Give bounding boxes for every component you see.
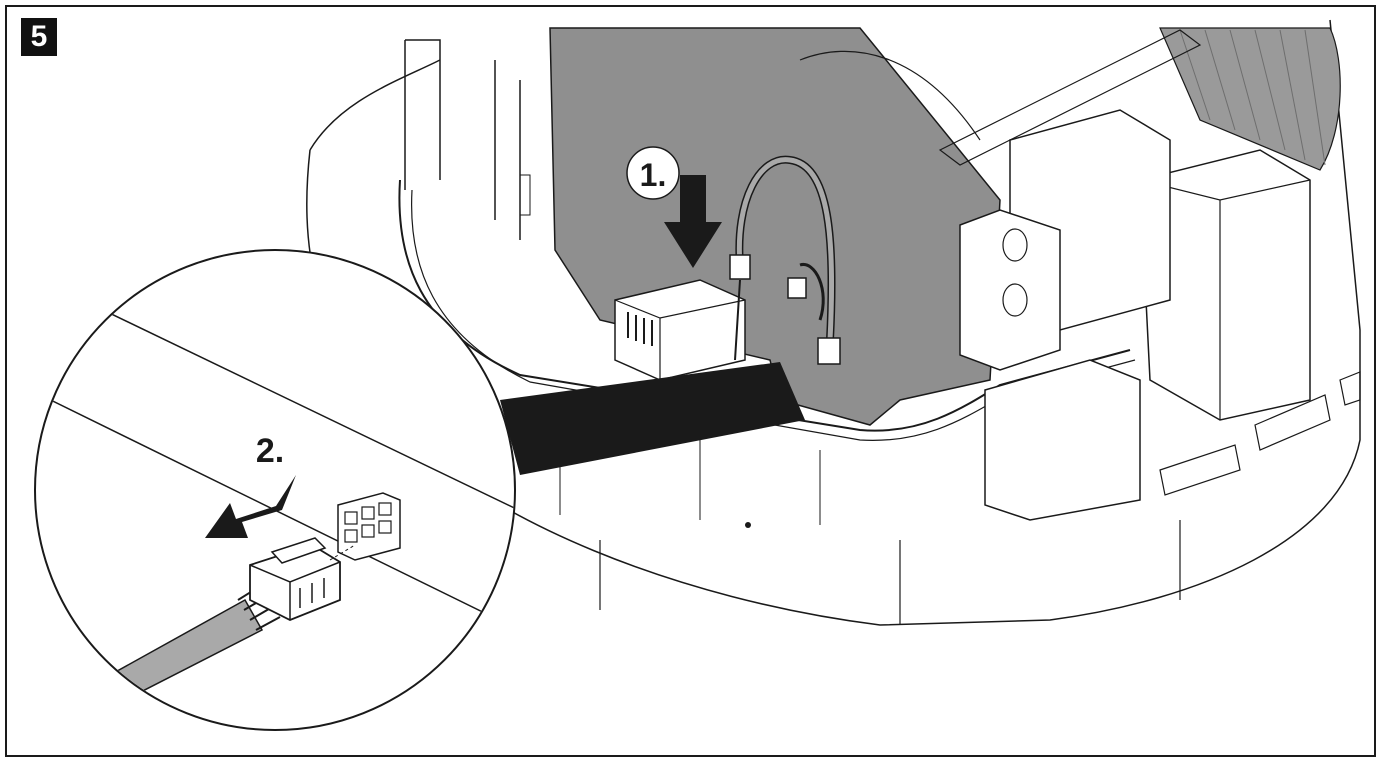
tray-rim-inner — [410, 189, 1136, 442]
tray-rim — [398, 179, 1131, 432]
plug-slots — [299, 578, 325, 608]
top-internals — [799, 29, 1202, 166]
module-vents — [627, 312, 653, 346]
shell-seams — [599, 520, 1181, 625]
socket-pins — [344, 502, 392, 543]
callout-1-label: 1. — [640, 157, 667, 193]
callout-2-label: 2. — [256, 432, 284, 470]
side-connector — [787, 277, 807, 299]
coil-windings — [1002, 228, 1028, 317]
zoom-cone — [500, 362, 805, 475]
heatsink-fins — [1179, 29, 1326, 166]
panel-edge-bottom — [36, 384, 514, 651]
figure-border — [5, 5, 1376, 757]
vent-slots — [1159, 371, 1361, 496]
coil-bracket — [959, 209, 1061, 371]
panel-clip — [519, 174, 531, 216]
lower-box — [984, 359, 1141, 521]
left-panel — [404, 39, 521, 240]
step-number-badge: 5 — [21, 18, 57, 56]
plug-latch — [270, 537, 327, 564]
board-connector — [817, 337, 841, 365]
module-edges — [614, 299, 746, 380]
down-arrow-icon — [664, 175, 722, 268]
zoom-circle — [34, 249, 516, 731]
top-connector — [729, 254, 751, 280]
heatsink — [1159, 27, 1341, 171]
socket-housing — [337, 492, 401, 561]
screw-hole — [745, 522, 751, 528]
transformer-box — [1139, 149, 1311, 421]
plug-edges — [249, 561, 341, 620]
short-wire — [799, 263, 825, 321]
callout-1-badge — [626, 146, 680, 200]
drop-wire — [734, 279, 741, 361]
insertion-guide — [329, 544, 356, 561]
left-arrow-icon — [205, 475, 296, 538]
shell-top-edge — [309, 59, 441, 151]
power-module — [614, 279, 746, 381]
cable-loop — [736, 157, 835, 343]
